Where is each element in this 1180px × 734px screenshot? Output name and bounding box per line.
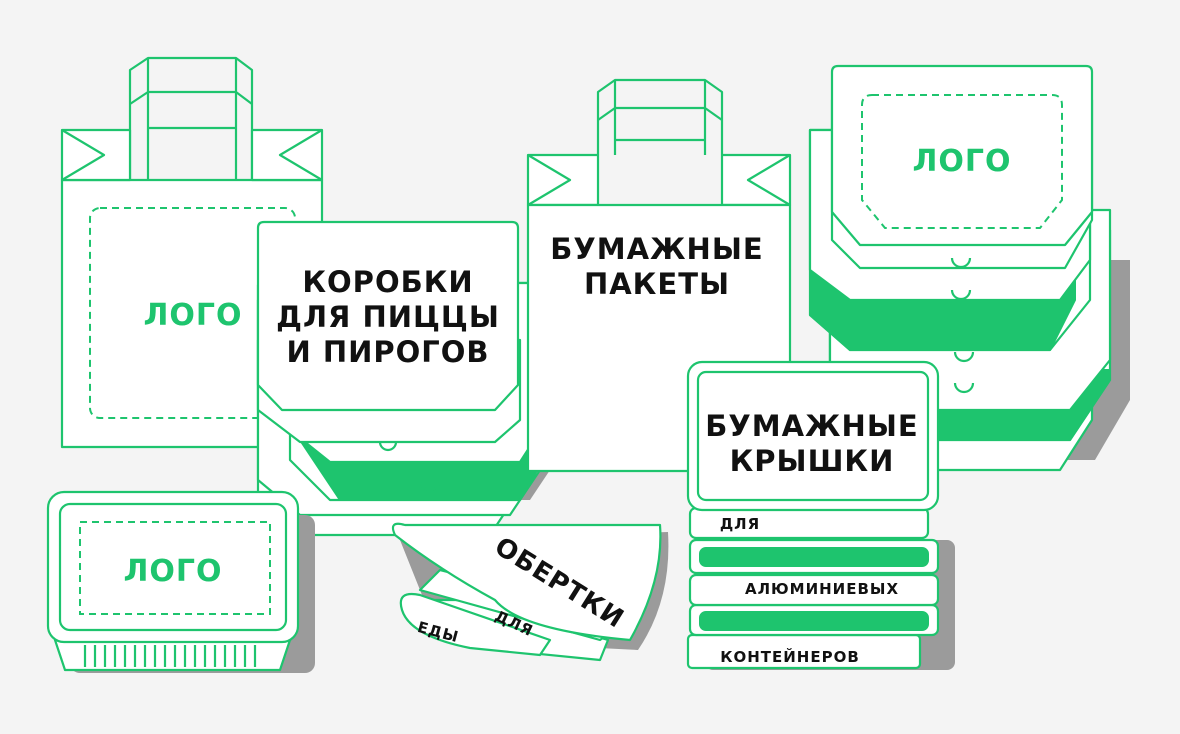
pizza-box-stack: КОРОБКИ ДЛЯ ПИЦЦЫ И ПИРОГОВ [256, 220, 570, 537]
pizza-boxes-line1: КОРОБКИ [302, 265, 473, 299]
container-logo: ЛОГО [123, 554, 222, 589]
pizza-boxes-line2: ДЛЯ ПИЦЦЫ [276, 300, 500, 334]
food-wrappers: ОБЕРТКИ ДЛЯ ЕДЫ [391, 522, 669, 662]
right-box-logo: ЛОГО [912, 144, 1011, 179]
paper-bags-line1: БУМАЖНЫЕ [550, 232, 763, 266]
lids-line1: БУМАЖНЫЕ [705, 409, 918, 443]
lids-strip2: АЛЮМИНИЕВЫХ [745, 580, 899, 598]
lids-line2: КРЫШКИ [730, 444, 895, 478]
food-container: ЛОГО [46, 490, 315, 673]
paper-lids-stack: КОНТЕЙНЕРОВ АЛЮМИНИЕВЫХ ДЛЯ БУМАЖНЫЕ КРЫ… [686, 360, 955, 670]
lids-strip1: ДЛЯ [720, 515, 760, 533]
lids-strip3: КОНТЕЙНЕРОВ [720, 647, 860, 666]
left-bag-logo: ЛОГО [143, 298, 242, 333]
pizza-boxes-line3: И ПИРОГОВ [286, 335, 489, 369]
logo-area [89, 207, 296, 419]
logo-area [861, 94, 1063, 229]
logo-area [79, 521, 271, 615]
paper-bags-line2: ПАКЕТЫ [584, 267, 730, 301]
